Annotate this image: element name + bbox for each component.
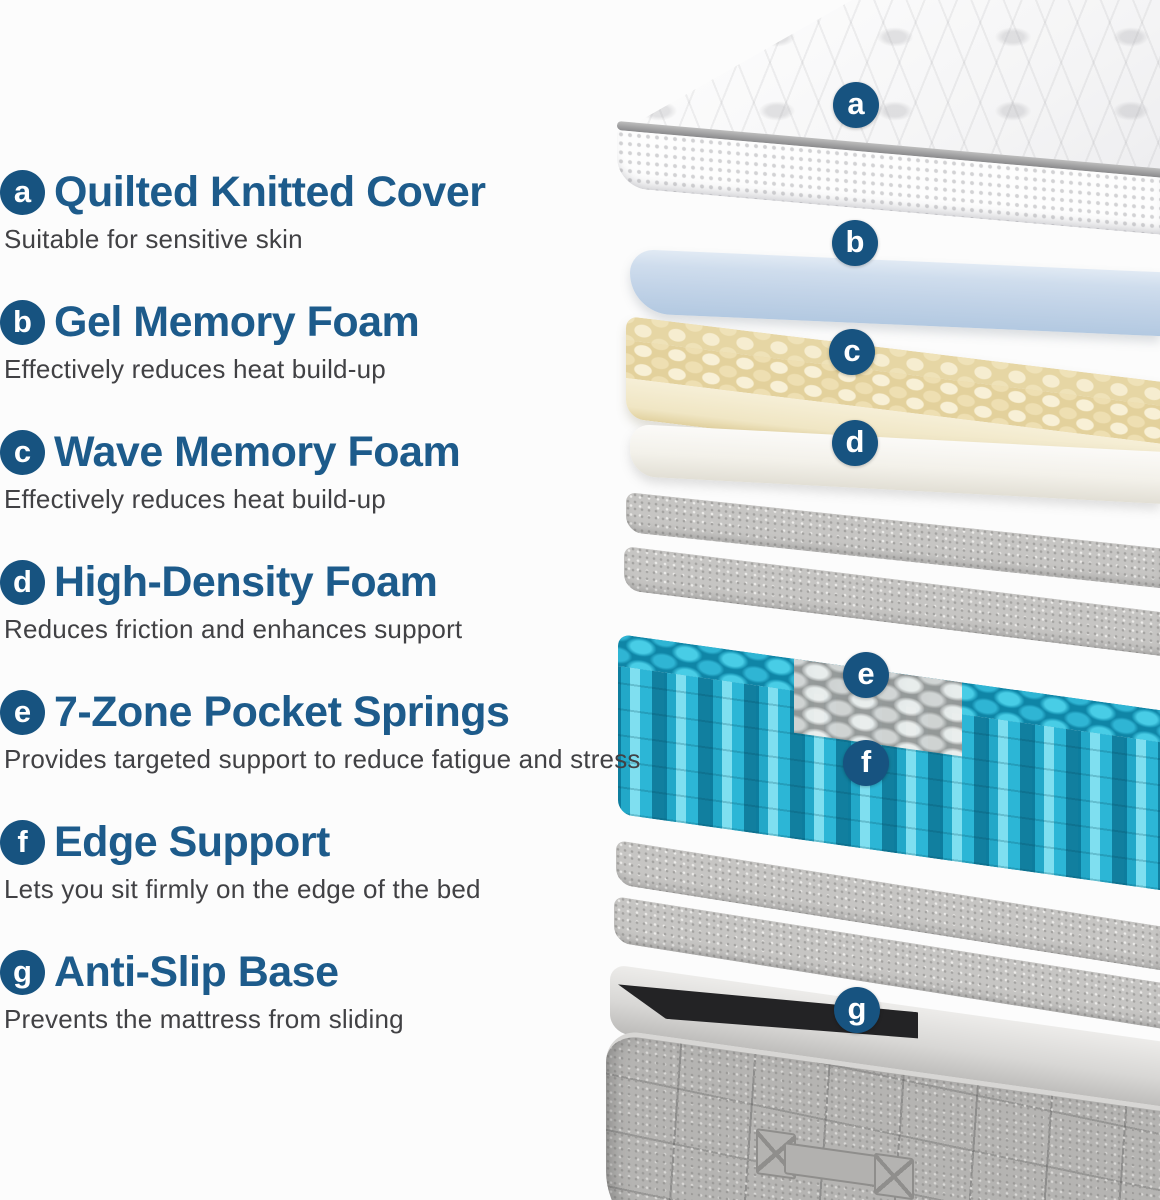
feature-section-e: e 7-Zone Pocket Springs Provides targete…: [0, 688, 680, 775]
feature-badge-f: f: [0, 820, 45, 865]
feature-title-e: 7-Zone Pocket Springs: [54, 688, 510, 736]
layer-badge-f: f: [843, 740, 889, 786]
layer-pocket-springs: [618, 634, 1160, 891]
feature-badge-e: e: [0, 690, 45, 735]
feature-description-d: Reduces friction and enhances support: [4, 614, 463, 644]
feature-badge-b: b: [0, 300, 45, 345]
feature-title-g: Anti-Slip Base: [54, 948, 339, 996]
layer-badge-c: c: [829, 329, 875, 375]
handle-stitch-right: [874, 1152, 914, 1200]
layer-badge-b: b: [832, 220, 878, 266]
feature-description-c: Effectively reduces heat build-up: [4, 484, 386, 514]
feature-description-g: Prevents the mattress from sliding: [4, 1004, 404, 1034]
feature-badge-a: a: [0, 170, 45, 215]
feature-title-a: Quilted Knitted Cover: [54, 168, 486, 216]
feature-section-d: d High-Density Foam Reduces friction and…: [0, 558, 680, 645]
feature-badge-c: c: [0, 430, 45, 475]
layer-badge-d: d: [832, 420, 878, 466]
feature-description-f: Lets you sit firmly on the edge of the b…: [4, 874, 481, 904]
layer-badge-a: a: [833, 82, 879, 128]
layer-badge-e: e: [843, 652, 889, 698]
feature-title-f: Edge Support: [54, 818, 330, 866]
layer-gel-memory-foam: [630, 249, 1160, 337]
feature-section-b: b Gel Memory Foam Effectively reduces he…: [0, 298, 680, 385]
feature-section-g: g Anti-Slip Base Prevents the mattress f…: [0, 948, 680, 1035]
feature-badge-d: d: [0, 560, 45, 605]
layer-badge-g: g: [834, 987, 880, 1033]
feature-title-c: Wave Memory Foam: [54, 428, 461, 476]
base-handle: [756, 1128, 914, 1200]
feature-description-a: Suitable for sensitive skin: [4, 224, 303, 254]
feature-title-b: Gel Memory Foam: [54, 298, 420, 346]
feature-badge-g: g: [0, 950, 45, 995]
feature-section-a: a Quilted Knitted Cover Suitable for sen…: [0, 168, 680, 255]
feature-section-c: c Wave Memory Foam Effectively reduces h…: [0, 428, 680, 515]
feature-section-f: f Edge Support Lets you sit firmly on th…: [0, 818, 680, 905]
feature-description-e: Provides targeted support to reduce fati…: [4, 744, 641, 774]
feature-description-b: Effectively reduces heat build-up: [4, 354, 386, 384]
feature-title-d: High-Density Foam: [54, 558, 438, 606]
